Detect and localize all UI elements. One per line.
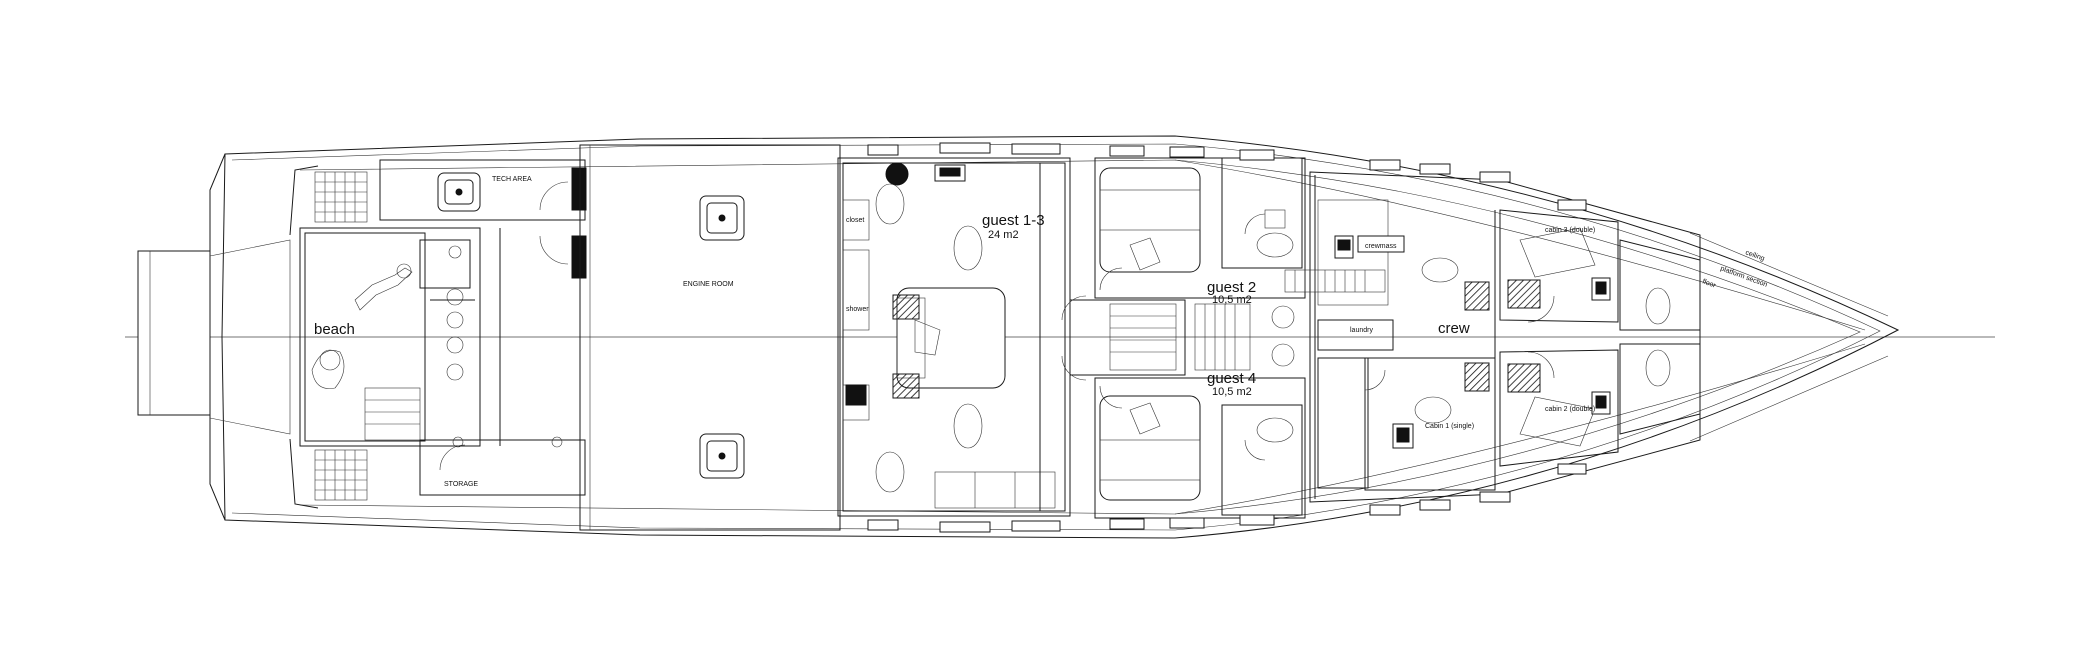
guest-4-cabin [1094, 377, 1306, 519]
shower-label: shower [846, 306, 869, 313]
aft-stairs [314, 171, 421, 501]
cabin-3-label: cabin 3 (double) [1545, 227, 1595, 234]
floor-label: floor [1701, 278, 1717, 289]
crewmass-label: crewmass [1365, 243, 1397, 250]
laundry-label: laundry [1350, 327, 1373, 334]
tech-area [379, 159, 587, 279]
storage [419, 436, 586, 496]
closet-label: closet [846, 217, 864, 224]
guest-2-label: guest 2 [1207, 279, 1256, 296]
tech-area-label: TECH AREA [492, 176, 532, 183]
central-stair [1069, 299, 1295, 376]
ceiling-label: ceiling [1744, 249, 1765, 262]
guest-1-3-area: 24 m2 [988, 229, 1019, 241]
storage-label: STORAGE [444, 481, 478, 488]
beach-label: beach [314, 321, 355, 338]
beach-room [299, 227, 501, 447]
hull-windows [867, 142, 1587, 533]
guest-2-cabin [1094, 157, 1306, 299]
forward-cabins [1499, 209, 1701, 467]
swim-platform [137, 153, 319, 521]
cabin-1-label: Cabin 1 (single) [1425, 423, 1474, 430]
platform-section-label: platform section [1719, 265, 1768, 289]
engine-room [579, 144, 841, 531]
guest-4-label: guest 4 [1207, 370, 1256, 387]
crew-label: crew [1438, 320, 1470, 337]
engine-room-label: ENGINE ROOM [683, 281, 734, 288]
cabin-2-label: cabin 2 (double) [1545, 406, 1595, 413]
crew-area [1284, 171, 1701, 503]
guest-4-area: 10,5 m2 [1212, 386, 1252, 398]
guest-1-3-label: guest 1-3 [982, 212, 1045, 229]
guest-1-3-cabin [837, 157, 1071, 517]
door-swings [1061, 213, 1555, 461]
guest-2-area: 10,5 m2 [1212, 294, 1252, 306]
